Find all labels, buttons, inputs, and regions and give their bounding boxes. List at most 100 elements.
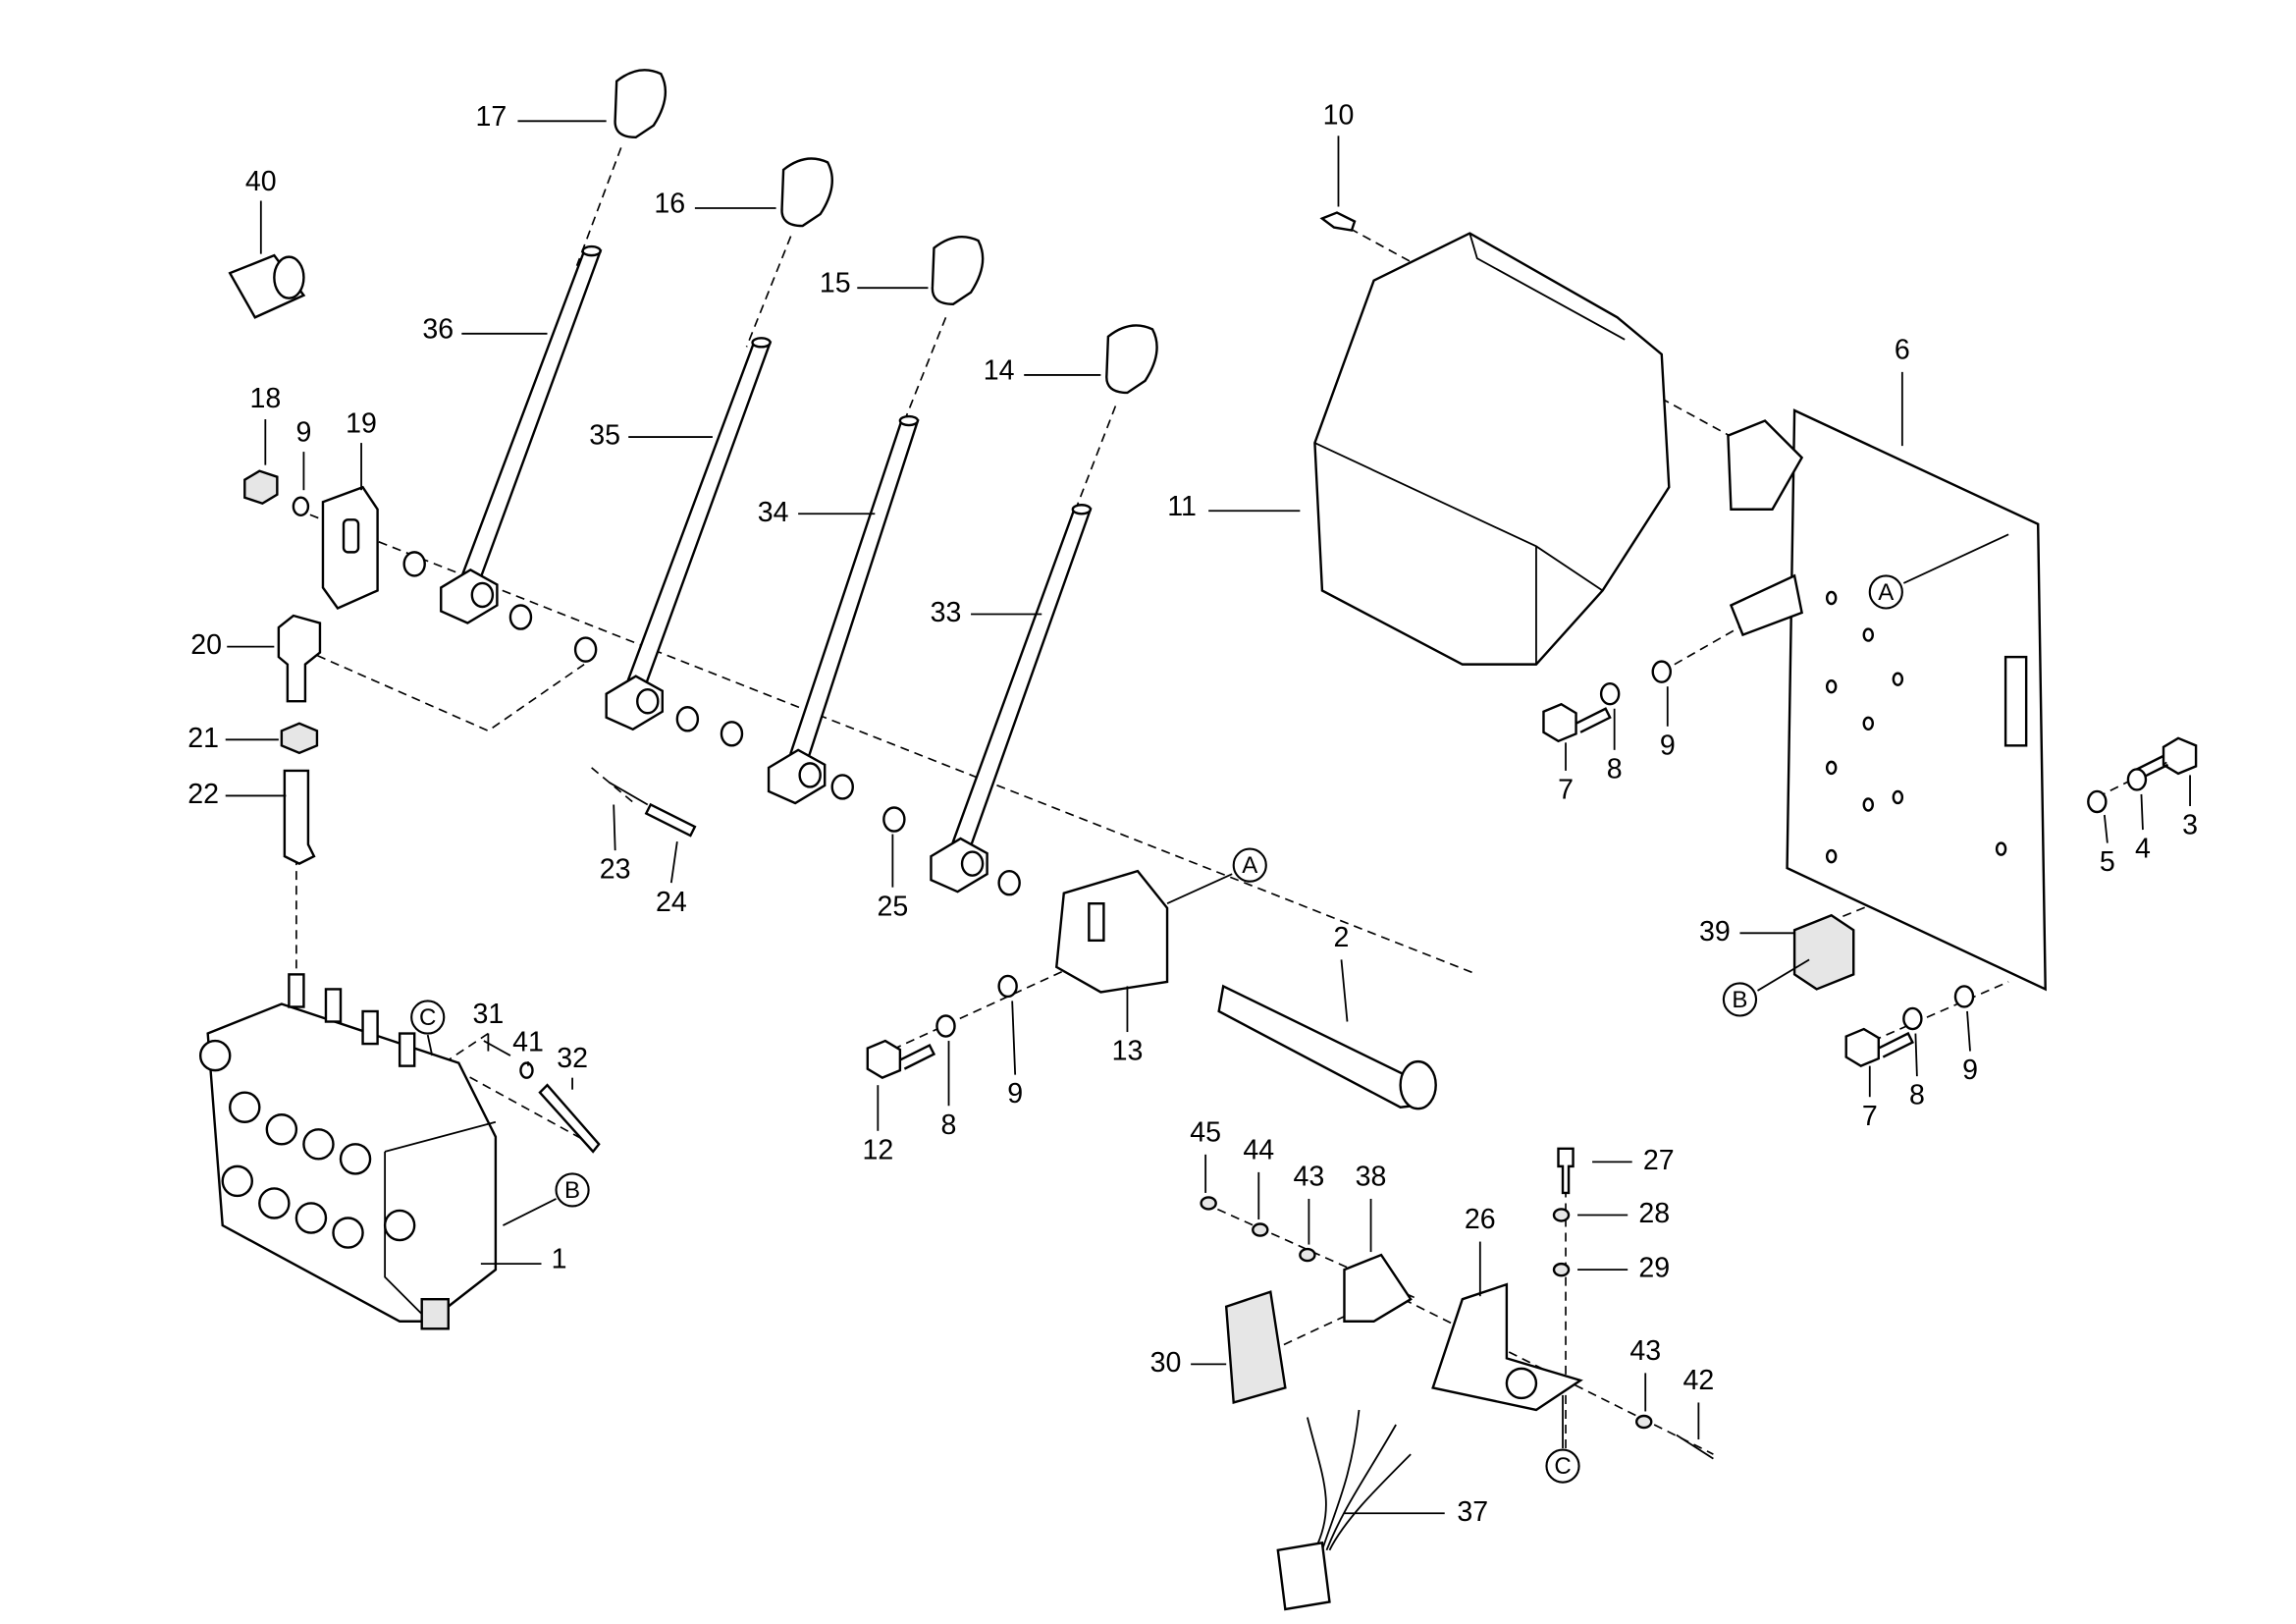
shaft-head (1399, 1059, 1437, 1110)
valve-port-fitting (258, 1187, 291, 1219)
assembly-line (1075, 406, 1117, 511)
clevis-pin (644, 802, 697, 838)
leader-line (1011, 1001, 1017, 1075)
assembly-line (1872, 981, 2009, 1042)
reference-mark: A (1242, 852, 1257, 879)
reference-circle (1722, 982, 1758, 1017)
reference-circle (555, 1172, 590, 1208)
callout-label: 16 (654, 189, 685, 220)
callout-label: 31 (472, 999, 504, 1030)
plate-hole (1825, 848, 1838, 864)
pin (538, 1083, 601, 1154)
clevis (277, 614, 322, 703)
callout-label: 7 (1862, 1101, 1878, 1132)
callout-label: 13 (1112, 1036, 1144, 1067)
reference-leader (426, 1034, 434, 1056)
lever-knob (931, 236, 985, 305)
callout-label: 14 (984, 354, 1015, 386)
reference-circle (1232, 847, 1267, 883)
screw (1676, 1434, 1714, 1460)
reference-leader (503, 1198, 557, 1226)
assembly-line (745, 236, 792, 348)
washer (519, 1061, 534, 1079)
washer-nut (1200, 1196, 1217, 1211)
assembly-line (303, 648, 585, 732)
callout-label: 29 (1638, 1253, 1670, 1284)
valve-fitting-bottom (420, 1297, 450, 1330)
valve-port-fitting (265, 1113, 298, 1146)
leader-line (669, 840, 678, 884)
reference-mark: A (1878, 579, 1894, 606)
callout-label: 45 (1190, 1116, 1221, 1148)
hub-bore (960, 850, 985, 877)
spacer-block (1792, 913, 1855, 991)
washer (1902, 1006, 1923, 1031)
plate-hole (1825, 760, 1838, 776)
rod-end (898, 414, 920, 427)
leader-line (613, 804, 616, 851)
callout-label: 20 (190, 629, 222, 661)
lever-knob (780, 157, 833, 228)
plate-hole (1825, 678, 1838, 694)
leader-line (1340, 959, 1349, 1022)
assembly-line (900, 316, 947, 429)
washer (1599, 681, 1621, 706)
leader-line (2140, 793, 2144, 831)
callout-label: 42 (1682, 1365, 1714, 1396)
reference-mark: B (564, 1177, 580, 1204)
callout-label: 36 (422, 313, 454, 345)
valve-port-fitting (332, 1217, 364, 1249)
rod-end (581, 244, 602, 257)
assembly-line (575, 147, 622, 266)
reference-mark: C (419, 1004, 436, 1031)
reference-mark: B (1732, 987, 1747, 1013)
mounting-plate (1786, 408, 2047, 992)
lever-rod (461, 249, 603, 579)
hub-bore (798, 762, 822, 788)
callout-label: 8 (1607, 753, 1623, 785)
callout-label: 30 (1150, 1347, 1182, 1379)
callout-label: 5 (2100, 846, 2115, 878)
callout-label: 15 (820, 268, 851, 299)
bolt (1542, 702, 1612, 743)
plate-slot (2003, 655, 2028, 747)
assembly-line (443, 1061, 593, 1146)
callout-label: 22 (187, 779, 219, 810)
rod-end-link (283, 769, 316, 865)
leader-line (1966, 1010, 1971, 1052)
callout-label: 33 (931, 597, 962, 628)
plate-hole (1862, 797, 1874, 812)
plate-hole (1892, 789, 1904, 805)
callout-label: 23 (600, 854, 631, 886)
callout-label: 28 (1638, 1198, 1670, 1229)
bushing (402, 551, 426, 577)
reference-circle (1545, 1448, 1580, 1484)
valve-port-fitting (198, 1039, 232, 1072)
reference-leader (1902, 533, 2009, 584)
bushing (720, 721, 744, 747)
bushing (997, 869, 1021, 896)
callout-label: 18 (249, 383, 281, 414)
callout-label: 34 (758, 497, 789, 528)
valve-port-fitting (302, 1128, 335, 1161)
callout-label: 8 (1909, 1080, 1925, 1111)
callout-label: 9 (1962, 1055, 1978, 1086)
parts-layer (198, 69, 2198, 1611)
plate-bracket (1727, 419, 1804, 511)
callout-label: 24 (656, 887, 687, 918)
valve-port-fitting (221, 1164, 253, 1198)
callout-label: 40 (245, 166, 277, 197)
callout-label: 43 (1294, 1161, 1325, 1192)
callout-label: 43 (1629, 1335, 1661, 1367)
washer (1953, 985, 1975, 1008)
valve-spool-end (288, 973, 305, 1008)
lever-rod (951, 508, 1093, 848)
rod-end (1071, 504, 1093, 515)
callout-label: 2 (1334, 922, 1350, 953)
lever-rod (789, 419, 920, 759)
assembly-line (1269, 1298, 1382, 1352)
plate-hole (1892, 672, 1904, 686)
callout-label: 44 (1243, 1134, 1274, 1165)
callout-label: 4 (2135, 834, 2151, 865)
callout-label: 11 (1167, 491, 1197, 522)
